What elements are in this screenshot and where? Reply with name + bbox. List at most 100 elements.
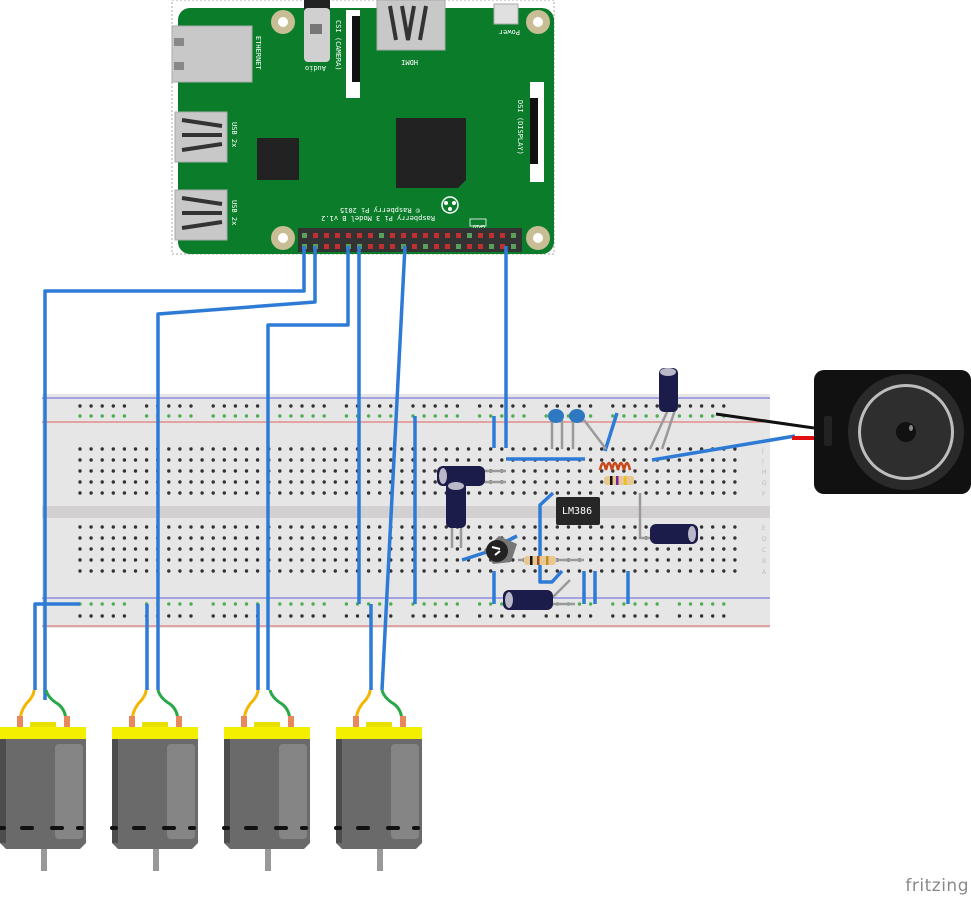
rail-hole[interactable] bbox=[300, 602, 304, 606]
breadboard-hole[interactable] bbox=[189, 480, 193, 484]
rail-hole[interactable] bbox=[688, 614, 693, 618]
breadboard-hole[interactable] bbox=[644, 558, 648, 562]
breadboard-hole[interactable] bbox=[611, 458, 615, 462]
breadboard-hole[interactable] bbox=[200, 469, 204, 473]
breadboard-hole[interactable] bbox=[555, 447, 559, 451]
wire-pi-to-motor3[interactable] bbox=[266, 246, 350, 690]
breadboard-hole[interactable] bbox=[422, 558, 426, 562]
rail-hole[interactable] bbox=[511, 614, 515, 618]
breadboard-hole[interactable] bbox=[244, 447, 249, 451]
breadboard-hole[interactable] bbox=[278, 469, 282, 473]
breadboard-hole[interactable] bbox=[600, 547, 604, 551]
breadboard-hole[interactable] bbox=[466, 447, 471, 451]
breadboard-hole[interactable] bbox=[255, 525, 260, 529]
breadboard-hole[interactable] bbox=[233, 525, 238, 529]
breadboard-hole[interactable] bbox=[422, 536, 426, 540]
breadboard-hole[interactable] bbox=[255, 558, 260, 562]
gpio-pin[interactable] bbox=[368, 233, 373, 238]
breadboard-hole[interactable] bbox=[122, 536, 127, 540]
breadboard-hole[interactable] bbox=[144, 547, 149, 551]
breadboard-hole[interactable] bbox=[433, 447, 437, 451]
breadboard-hole[interactable] bbox=[289, 469, 293, 473]
breadboard-hole[interactable] bbox=[378, 469, 382, 473]
breadboard-hole[interactable] bbox=[433, 536, 437, 540]
rail-hole[interactable] bbox=[577, 602, 582, 606]
breadboard-hole[interactable] bbox=[422, 458, 426, 462]
rail-hole[interactable] bbox=[588, 602, 593, 606]
breadboard-hole[interactable] bbox=[200, 569, 204, 573]
breadboard-hole[interactable] bbox=[311, 558, 315, 562]
breadboard-hole[interactable] bbox=[400, 469, 404, 473]
breadboard-hole[interactable] bbox=[89, 558, 93, 562]
breadboard-hole[interactable] bbox=[167, 525, 171, 529]
breadboard-hole[interactable] bbox=[333, 547, 337, 551]
rail-hole[interactable] bbox=[422, 614, 426, 618]
gpio-pin[interactable] bbox=[324, 244, 329, 249]
rail-hole[interactable] bbox=[111, 414, 116, 418]
wire-pi-to-motor4[interactable] bbox=[380, 245, 407, 691]
breadboard-hole[interactable] bbox=[378, 536, 382, 540]
rail-hole[interactable] bbox=[622, 614, 626, 618]
breadboard-hole[interactable] bbox=[200, 525, 204, 529]
rail-hole[interactable] bbox=[233, 614, 238, 618]
breadboard-hole[interactable] bbox=[533, 525, 537, 529]
rail-hole[interactable] bbox=[211, 614, 215, 618]
breadboard-hole[interactable] bbox=[89, 447, 93, 451]
rail-hole[interactable] bbox=[677, 614, 682, 618]
rail-hole[interactable] bbox=[278, 414, 282, 418]
breadboard-hole[interactable] bbox=[366, 525, 371, 529]
breadboard-hole[interactable] bbox=[89, 480, 93, 484]
breadboard-hole[interactable] bbox=[722, 458, 726, 462]
electrolytic-capacitor-top[interactable] bbox=[659, 368, 678, 412]
breadboard-hole[interactable] bbox=[222, 469, 226, 473]
breadboard-hole[interactable] bbox=[144, 569, 149, 573]
breadboard-hole[interactable] bbox=[200, 458, 204, 462]
gpio-pin[interactable] bbox=[401, 233, 406, 238]
breadboard-hole[interactable] bbox=[378, 569, 382, 573]
breadboard-hole[interactable] bbox=[255, 447, 260, 451]
rail-hole[interactable] bbox=[433, 602, 437, 606]
breadboard-hole[interactable] bbox=[233, 458, 238, 462]
gpio-pin[interactable] bbox=[379, 244, 384, 249]
wire-amp-4[interactable] bbox=[538, 491, 564, 584]
breadboard-hole[interactable] bbox=[577, 569, 582, 573]
breadboard-hole[interactable] bbox=[89, 569, 93, 573]
breadboard-hole[interactable] bbox=[244, 547, 249, 551]
breadboard-hole[interactable] bbox=[133, 469, 138, 473]
rail-hole[interactable] bbox=[244, 414, 249, 418]
breadboard-hole[interactable] bbox=[378, 547, 382, 551]
breadboard-hole[interactable] bbox=[688, 491, 693, 495]
rail-hole[interactable] bbox=[211, 602, 215, 606]
rail-hole[interactable] bbox=[100, 404, 104, 408]
breadboard-hole[interactable] bbox=[677, 558, 682, 562]
breadboard-hole[interactable] bbox=[167, 447, 171, 451]
breadboard-hole[interactable] bbox=[89, 536, 93, 540]
rail-hole[interactable] bbox=[455, 414, 460, 418]
rail-hole[interactable] bbox=[422, 602, 426, 606]
breadboard-hole[interactable] bbox=[78, 458, 82, 462]
breadboard-hole[interactable] bbox=[466, 491, 471, 495]
breadboard-hole[interactable] bbox=[566, 480, 571, 484]
breadboard-hole[interactable] bbox=[699, 469, 704, 473]
breadboard-hole[interactable] bbox=[433, 469, 437, 473]
breadboard-hole[interactable] bbox=[688, 458, 693, 462]
wire-rail-to-motor1[interactable] bbox=[33, 602, 80, 690]
gpio-pin[interactable] bbox=[335, 244, 340, 249]
breadboard-hole[interactable] bbox=[366, 469, 371, 473]
breadboard-hole[interactable] bbox=[300, 480, 304, 484]
rail-hole[interactable] bbox=[255, 414, 260, 418]
breadboard-hole[interactable] bbox=[366, 536, 371, 540]
breadboard-hole[interactable] bbox=[144, 525, 149, 529]
breadboard-hole[interactable] bbox=[344, 469, 349, 473]
breadboard-hole[interactable] bbox=[211, 558, 215, 562]
breadboard-hole[interactable] bbox=[588, 469, 593, 473]
breadboard-hole[interactable] bbox=[622, 536, 626, 540]
breadboard-hole[interactable] bbox=[688, 569, 693, 573]
rail-hole[interactable] bbox=[178, 404, 182, 408]
rail-hole[interactable] bbox=[455, 602, 460, 606]
breadboard-hole[interactable] bbox=[89, 525, 93, 529]
breadboard-hole[interactable] bbox=[222, 491, 226, 495]
gpio-pin[interactable] bbox=[478, 233, 483, 238]
rail-hole[interactable] bbox=[455, 404, 460, 408]
breadboard-hole[interactable] bbox=[566, 569, 571, 573]
